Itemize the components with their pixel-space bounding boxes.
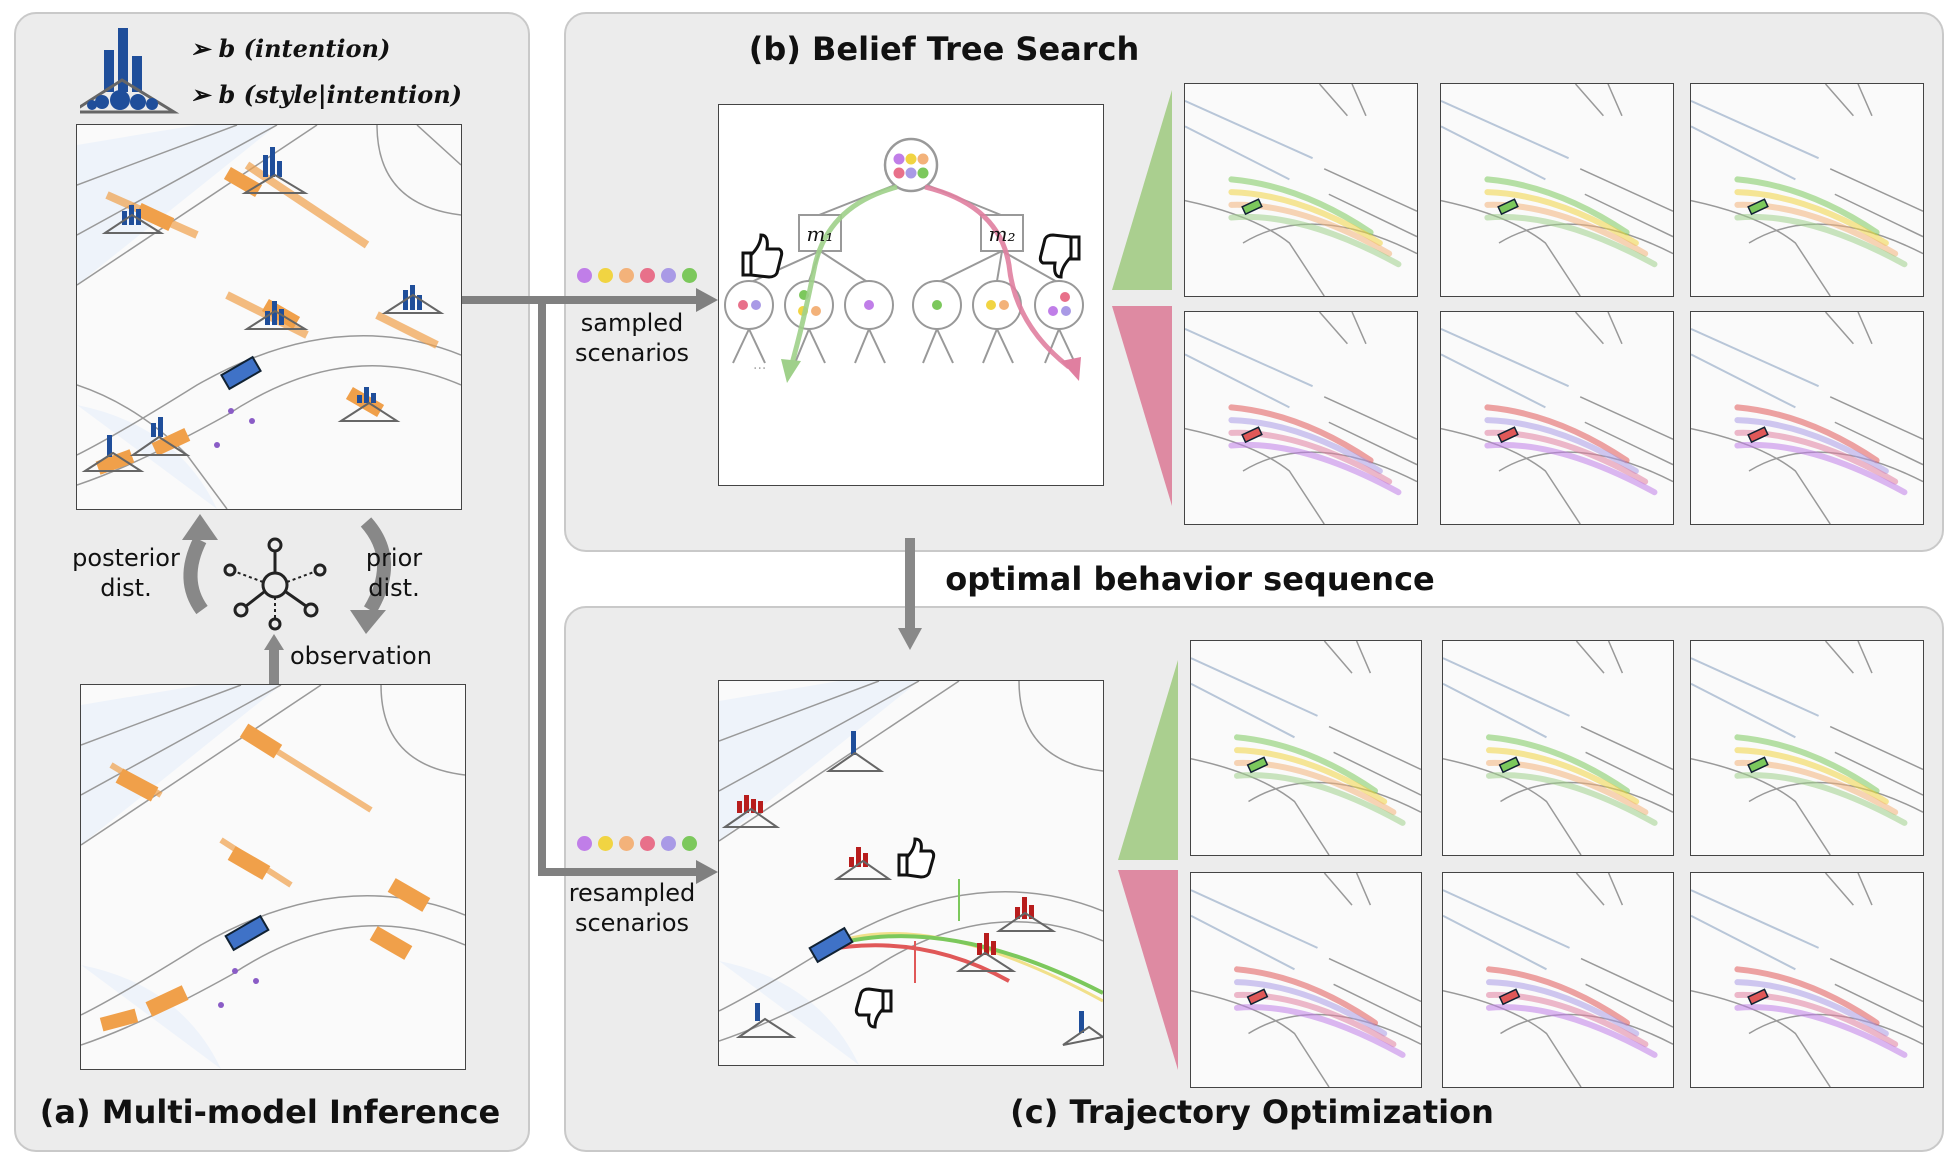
scenario-dot	[682, 836, 697, 851]
legend-intention: ➢ b (intention)	[190, 34, 391, 63]
scenario-dot	[577, 836, 592, 851]
panel-b-title: (b) Belief Tree Search	[748, 30, 1140, 68]
tree-ellipsis: ...	[753, 357, 766, 373]
scenario-dot	[619, 836, 634, 851]
node-m2: m₂	[988, 222, 1016, 246]
scenario-dot	[682, 268, 697, 283]
optimized-scene-map	[718, 680, 1104, 1066]
scenario-dot	[640, 836, 655, 851]
belief-tree-diagram: ... m₁ m₂	[718, 104, 1104, 486]
thumbs-down-icon	[854, 987, 893, 1029]
thumb-c-bad-3	[1690, 872, 1924, 1088]
thumb-c-good-3	[1690, 640, 1924, 856]
scenario-dot	[577, 268, 592, 283]
thumb-b-bad-1	[1184, 311, 1418, 525]
thumb-b-good-2	[1440, 83, 1674, 297]
optimal-behavior-label: optimal behavior sequence	[945, 560, 1435, 598]
thumb-c-good-1	[1190, 640, 1422, 856]
thumb-c-bad-1	[1190, 872, 1422, 1088]
bad-branch-wedge	[1112, 306, 1172, 506]
legend-style: ➢ b (style|intention)	[190, 80, 463, 109]
scenario-dot	[640, 268, 655, 283]
observation-label: observation	[290, 642, 432, 670]
node-m1: m₁	[806, 222, 834, 246]
down-arrow	[898, 538, 922, 650]
network-icon	[182, 514, 392, 634]
belief-scene-map	[76, 124, 462, 510]
scenario-dot	[619, 268, 634, 283]
thumbs-down-icon	[1038, 233, 1081, 279]
panel-c-title: (c) Trajectory Optimization	[1010, 1093, 1494, 1131]
thumbs-up-icon	[741, 233, 784, 279]
thumb-b-good-1	[1184, 83, 1418, 297]
thumb-b-good-3	[1690, 83, 1924, 297]
thumb-c-bad-2	[1442, 872, 1674, 1088]
scenario-dot	[598, 836, 613, 851]
thumb-b-bad-3	[1690, 311, 1924, 525]
good-branch-wedge	[1118, 660, 1178, 860]
thumbs-up-icon	[897, 837, 936, 879]
scenario-dot	[661, 836, 676, 851]
scenario-dot	[661, 268, 676, 283]
thumb-b-bad-2	[1440, 311, 1674, 525]
observation-scene-map	[80, 684, 466, 1070]
scenario-dot	[598, 268, 613, 283]
observation-arrow	[264, 634, 284, 684]
panel-a-title: (a) Multi-model Inference	[39, 1093, 501, 1131]
bad-branch-wedge	[1118, 870, 1178, 1070]
belief-legend-icon	[80, 28, 180, 114]
good-branch-wedge	[1112, 90, 1172, 290]
thumb-c-good-2	[1442, 640, 1674, 856]
